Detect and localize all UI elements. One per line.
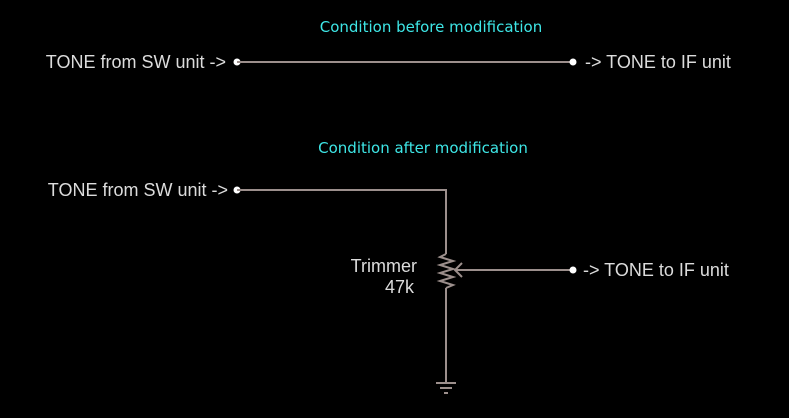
trimmer-value: 47k (385, 277, 415, 297)
trimmer-label: Trimmer (351, 256, 417, 276)
input-wire (237, 189, 447, 254)
after-input-label: TONE from SW unit -> (48, 180, 228, 200)
trimmer-resistor (436, 253, 457, 289)
after-output-terminal (569, 266, 577, 274)
before-input-label: TONE from SW unit -> (46, 52, 226, 72)
before-output-terminal (569, 58, 577, 66)
after-output-label: -> TONE to IF unit (583, 260, 729, 280)
heading-before: Condition before modification (320, 18, 543, 36)
heading-after: Condition after modification (318, 139, 528, 157)
before-output-label: -> TONE to IF unit (585, 52, 731, 72)
wiper-arrow-icon (453, 262, 463, 278)
